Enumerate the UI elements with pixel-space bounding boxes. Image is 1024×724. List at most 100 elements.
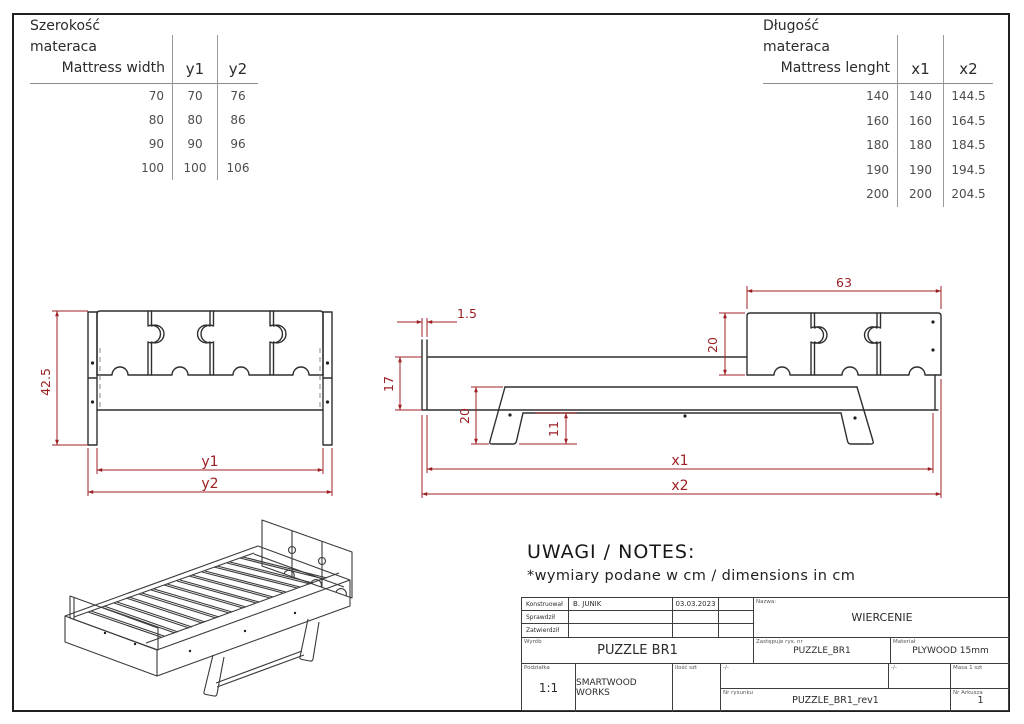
designer-name: B. JUNIK	[573, 600, 602, 608]
table-cell: 140	[866, 89, 889, 104]
scale-cell: Podziałka 1:1	[522, 664, 576, 712]
length-table-title-en: Mattress lenght	[780, 60, 890, 76]
dim-x1-label: x1	[671, 453, 688, 469]
table-cell: 106	[217, 156, 258, 180]
scale-label: Podziałka	[524, 665, 550, 671]
table-cell: 70	[172, 84, 217, 108]
iso-foot-panel	[69, 595, 159, 651]
scale-value: 1:1	[538, 681, 559, 695]
iso-slats	[87, 556, 328, 638]
material-value: PLYWOOD 15mm	[912, 645, 989, 656]
placeholder-label-2: -/-	[891, 665, 897, 671]
company-name: SMARTWOOD WORKS	[576, 678, 637, 698]
dim-headboard-width-label: 63	[836, 275, 852, 290]
replaces-value: PUZZLE_BR1	[793, 645, 851, 656]
product-cell: Wyrób PUZZLE BR1	[522, 638, 754, 664]
sheet-number: 1	[977, 695, 984, 706]
width-table-title-pl: Szerokość materaca	[30, 18, 101, 55]
width-table-col-y2: y2	[217, 35, 258, 84]
placeholder-cell-2: -/-	[889, 664, 951, 689]
material-cell: Materiał PLYWOOD 15mm	[891, 638, 1010, 664]
table-cell: 76	[217, 84, 258, 108]
sheet-number-cell: Nr Arkusza 1	[951, 689, 1010, 712]
table-cell: 180	[897, 133, 943, 158]
mass-label: Masa 1 szt	[953, 665, 983, 671]
checker-label: Sprawdził	[526, 613, 555, 621]
width-table-col-y1: y1	[172, 35, 217, 84]
approver-label-cell: Zatwierdził	[522, 624, 569, 638]
isometric-view-drawing	[64, 519, 353, 697]
company-cell: SMARTWOOD WORKS	[576, 664, 673, 712]
table-cell: 90	[148, 137, 164, 151]
drawing-name: WIERCENIE	[851, 611, 913, 624]
iso-headboard	[261, 519, 353, 599]
product-name: PUZZLE BR1	[597, 643, 678, 658]
table-cell: 100	[141, 161, 164, 175]
hole-marks	[508, 320, 935, 420]
hidden-edges	[99, 348, 321, 410]
sheet-number-label: Nr Arkusza	[953, 690, 983, 696]
notes-title: UWAGI / NOTES:	[527, 541, 696, 563]
drawing-number-label: Nr rysunku	[723, 690, 753, 696]
replaces-label: Zastępuje rys. nr	[756, 639, 803, 645]
table-cell: 144.5	[943, 84, 993, 109]
dim-height-label: 42.5	[38, 368, 53, 396]
placeholder-cell-1: -/-	[721, 664, 889, 689]
checker-name	[569, 611, 672, 623]
title-block: Konstruował B. JUNIK 03.03.2023 Sprawdzi…	[521, 597, 1010, 712]
drawing-number: PUZZLE_BR1_rev1	[792, 695, 879, 706]
table-cell: 96	[217, 132, 258, 156]
table-cell: 164.5	[943, 108, 993, 133]
length-table-col-x1: x1	[897, 35, 943, 84]
iso-hole-marks	[103, 611, 297, 653]
table-cell: 86	[217, 108, 258, 132]
table-cell: 160	[866, 113, 889, 128]
dim-leg-height-label: 20	[457, 408, 472, 424]
dim-y1-label: y1	[201, 454, 218, 470]
iso-bed-frame	[64, 545, 351, 677]
designer-label-cell: Konstruował	[522, 598, 569, 611]
iso-legs	[203, 618, 320, 697]
table-cell: 90	[172, 132, 217, 156]
drawing-number-cell: Nr rysunku PUZZLE_BR1_rev1	[721, 689, 951, 712]
mattress-width-table: Szerokość materaca Mattress width y1 y2 …	[30, 18, 258, 180]
table-cell: 140	[897, 84, 943, 109]
drawing-name-label: Nazwa:	[756, 599, 777, 605]
notes-body: *wymiary podane w cm / dimensions in cm	[527, 568, 856, 584]
sheet-border-frame	[12, 13, 1010, 712]
length-table-col-x2: x2	[943, 35, 993, 84]
designer-label: Konstruował	[526, 600, 563, 608]
approver-label: Zatwierdził	[526, 627, 560, 634]
table-cell: 100	[172, 156, 217, 180]
checker-date	[673, 611, 718, 623]
table-cell: 70	[148, 89, 164, 103]
product-label: Wyrób	[524, 639, 542, 645]
table-cell: 194.5	[943, 157, 993, 182]
side-rail-outline	[421, 339, 939, 411]
empty-cell	[719, 598, 754, 611]
replaces-cell: Zastępuje rys. nr PUZZLE_BR1	[754, 638, 891, 664]
drawing-name-cell: Nazwa: WIERCENIE	[754, 598, 1010, 638]
approver-value-cell	[569, 624, 673, 638]
table-cell: 160	[897, 108, 943, 133]
table-cell: 80	[148, 113, 164, 127]
approver-date-cell	[673, 624, 719, 638]
dim-rail-height-label: 17	[381, 376, 396, 392]
approver-name	[569, 624, 672, 637]
length-table-title: Długość materaca Mattress lenght	[763, 18, 897, 84]
table-cell: 200	[866, 187, 889, 202]
table-cell: 190	[897, 157, 943, 182]
material-label: Materiał	[893, 639, 916, 645]
front-view-dimensions	[52, 310, 333, 496]
table-cell: 184.5	[943, 133, 993, 158]
length-table-title-pl: Długość materaca	[763, 18, 830, 55]
dim-y2-label: y2	[201, 476, 218, 492]
dim-thickness-label: 1.5	[457, 306, 477, 321]
checker-date-cell	[673, 611, 719, 624]
side-view-drawing: 1.5 17 20 11 63 20 x1 x2	[381, 275, 942, 498]
empty-cell	[719, 624, 754, 638]
table-cell: 200	[897, 182, 943, 207]
checker-value-cell	[569, 611, 673, 624]
checker-label-cell: Sprawdził	[522, 611, 569, 624]
